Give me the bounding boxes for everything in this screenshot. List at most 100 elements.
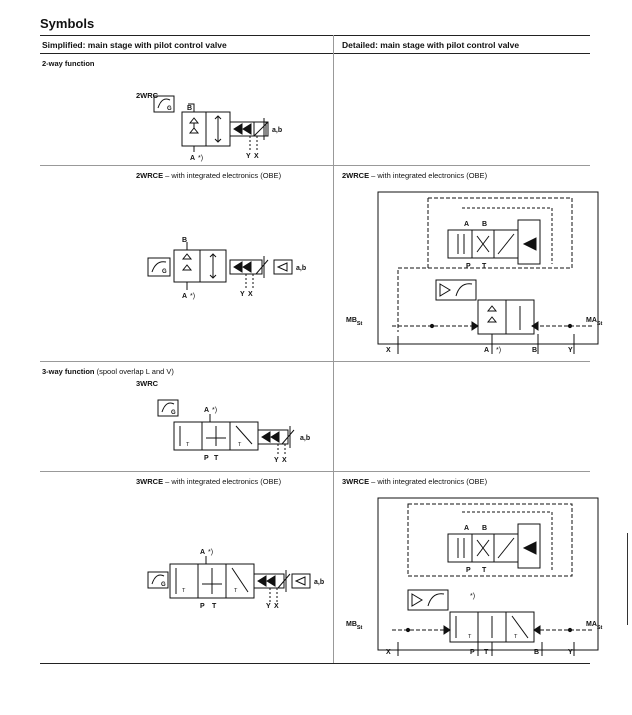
- amplifier-curve: [161, 402, 175, 413]
- pilot-box: [229, 121, 267, 137]
- pilot-diag: [497, 233, 515, 255]
- pilot-arrows: [257, 575, 276, 587]
- label-y: Y: [568, 649, 573, 656]
- model-caption-2wrce-left: 2WRCE – with integrated electronics (OBE…: [136, 171, 281, 180]
- label-t: T: [212, 603, 217, 610]
- main-valve-box-3: [505, 611, 535, 643]
- main-valve-box-2: [505, 299, 535, 335]
- label-t: T: [482, 567, 487, 574]
- pilot-cross: [476, 235, 490, 253]
- solenoid-arrow: [277, 570, 291, 592]
- label-star: *): [470, 593, 475, 600]
- obe-triangle: [276, 262, 288, 272]
- label-a: A: [190, 155, 195, 162]
- pilot-lines: [249, 136, 258, 150]
- column-divider: [333, 35, 334, 663]
- ma-main: MA: [586, 317, 597, 324]
- valve-box-3: [229, 421, 259, 451]
- check-valves: [486, 305, 498, 323]
- label-p: P: [466, 263, 471, 270]
- row-divider: [40, 471, 590, 472]
- label-star: *): [212, 407, 217, 414]
- pilot-arrow: [522, 541, 537, 555]
- label-a: A: [464, 525, 469, 532]
- obe-amplifier: [407, 589, 449, 611]
- label-ab: a,b: [300, 435, 310, 442]
- label-star: *): [198, 155, 203, 162]
- label-b: B: [534, 649, 539, 656]
- pilot-valve-box-1: [447, 533, 473, 563]
- label-g: G: [171, 410, 176, 416]
- solenoid-arrow: [253, 118, 269, 140]
- label-b: B: [532, 347, 537, 354]
- obe-box: [291, 573, 311, 589]
- obe-triangle: [294, 576, 306, 586]
- header-detailed: Detailed: main stage with pilot control …: [342, 40, 520, 50]
- pilot-valve-box-1: [447, 229, 473, 259]
- outer-frame: [377, 191, 599, 345]
- label-x: X: [248, 291, 253, 298]
- 3wrc-symbol: G A *) T T P T Y X a,b: [157, 399, 310, 464]
- 3wrce-symbol-detailed: A B P T *) T T MBSt MASt X P T B Y: [346, 497, 603, 656]
- label-a: A: [464, 221, 469, 228]
- model-name: 3WRCE: [136, 477, 164, 486]
- header-rule: [40, 53, 590, 54]
- page-edge-mark: [627, 533, 628, 625]
- label-x: X: [254, 153, 259, 160]
- amplifier-curve: [151, 261, 167, 273]
- pilot-flow: [457, 538, 465, 558]
- mb-sub: St: [357, 625, 363, 631]
- pilot-flow: [457, 234, 465, 254]
- label-star: *): [496, 347, 501, 354]
- row-divider: [40, 361, 590, 362]
- pilot-arrows: [261, 431, 280, 443]
- junction-dot: [405, 627, 411, 633]
- label-p: P: [204, 455, 209, 462]
- label-ma: MASt: [586, 621, 603, 631]
- outer-frame: [377, 497, 599, 651]
- amplifier-curve: [157, 98, 171, 109]
- port-b-line: [188, 103, 195, 112]
- model-name-3wrc: 3WRC: [136, 379, 159, 388]
- junction-dot: [567, 323, 573, 329]
- label-g: G: [162, 269, 167, 275]
- flow-arrow: [214, 115, 222, 143]
- obe-curve: [455, 283, 473, 297]
- label-t: T: [182, 588, 186, 594]
- pilot-solenoid: [517, 219, 541, 265]
- header-simplified: Simplified: main stage with pilot contro…: [42, 40, 227, 50]
- row-label-suffix: (spool overlap L and V): [94, 367, 174, 376]
- row-divider: [40, 165, 590, 166]
- label-ab: a,b: [314, 579, 324, 586]
- amplifier-curve: [151, 574, 165, 585]
- label-y: Y: [568, 347, 573, 354]
- obe-curve: [427, 593, 445, 607]
- obe-amplifier: [435, 279, 477, 301]
- label-mb: MBSt: [346, 317, 363, 327]
- label-p: P: [200, 603, 205, 610]
- port-lines: [397, 642, 575, 656]
- obe-triangle: [411, 593, 423, 607]
- pilot-arrows: [443, 625, 541, 635]
- valve-box-2: [199, 249, 227, 283]
- junction-dot: [567, 627, 573, 633]
- pilot-arrows: [471, 321, 539, 331]
- label-a: A: [182, 293, 187, 300]
- pilot-subframe: [462, 511, 553, 570]
- model-desc: – with integrated electronics (OBE): [369, 171, 488, 180]
- obe-box: [273, 259, 293, 275]
- label-mb: MBSt: [346, 621, 363, 631]
- pilot-arrows: [233, 123, 252, 135]
- label-g: G: [161, 582, 166, 588]
- label-ab: a,b: [272, 127, 282, 134]
- label-x: X: [282, 457, 287, 464]
- solenoid-box: [253, 121, 269, 137]
- page-title: Symbols: [40, 16, 95, 31]
- ma-sub: St: [597, 625, 603, 631]
- row-label-3way: 3-way function (spool overlap L and V): [42, 367, 174, 376]
- pilot-lines: [245, 274, 254, 288]
- model-desc: – with integrated electronics (OBE): [163, 171, 282, 180]
- model-name-2wrc: 2WRC: [136, 91, 159, 100]
- model-caption-2wrce-right: 2WRCE – with integrated electronics (OBE…: [342, 171, 487, 180]
- label-t: T: [468, 634, 472, 640]
